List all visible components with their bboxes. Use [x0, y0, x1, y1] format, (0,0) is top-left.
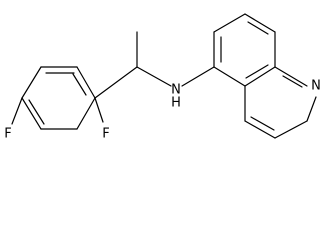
q-bond-6 — [213, 66, 246, 87]
aromatic-inner-bond-3 — [72, 73, 87, 96]
fluorine-right-label: F — [102, 127, 109, 142]
bond-amine-to-quinoline — [181, 66, 215, 87]
aromatic-inner-bond-2 — [28, 99, 45, 125]
amine-h-label: H — [171, 96, 181, 111]
p-bond-4 — [244, 120, 276, 139]
bond-c2-c3 — [21, 66, 42, 99]
q-bond-2 — [213, 13, 246, 33]
q-bond-5 — [244, 66, 276, 87]
q-inner-2 — [247, 21, 269, 35]
q-inner-3 — [245, 64, 269, 79]
quinoline-pyridine-ring — [244, 66, 317, 139]
bond-c6-c1 — [76, 66, 96, 99]
difluorophenyl-ring — [21, 66, 96, 130]
bond-c3-c4 — [21, 97, 42, 130]
p-bond-2 — [306, 96, 317, 122]
fluorine-left-label: F — [4, 127, 11, 142]
p-inner-2 — [250, 116, 275, 131]
amine-n-label: N — [171, 83, 181, 98]
quinoline-n-label: N — [311, 79, 321, 94]
bond-c5-c6 — [76, 97, 96, 130]
p-inner-1 — [282, 75, 303, 88]
p-bond-3 — [274, 120, 308, 139]
molecule-structure-canvas: F F N H N — [4, 13, 321, 142]
bond-fluorine-left — [11, 97, 23, 125]
q-bond-3 — [244, 13, 276, 33]
bond-chiral-to-amine — [136, 66, 172, 87]
p-bond-1 — [274, 66, 308, 87]
chemical-structure-diagram: F F N H N — [4, 13, 321, 142]
bond-ring-to-chiral-carbon — [94, 66, 138, 99]
quinoline-benzo-ring — [213, 13, 276, 87]
bond-fluorine-right — [94, 97, 104, 123]
